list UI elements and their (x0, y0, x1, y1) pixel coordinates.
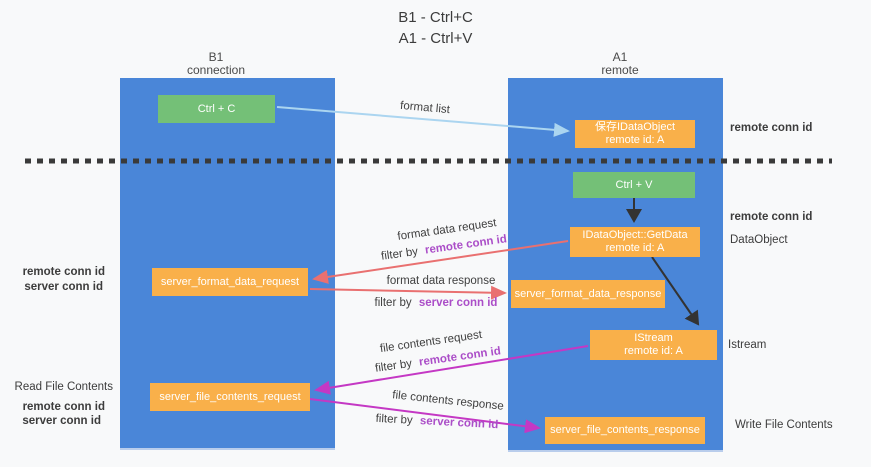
ctrl-v-label: Ctrl + V (615, 178, 653, 191)
istream-line1: IStream (634, 332, 673, 344)
label-text: server conn id (22, 415, 101, 427)
left-label-read-file-contents: Read File Contents (0, 381, 113, 393)
right-column-name: A1 (612, 50, 628, 64)
left-column-header: B1 connection (126, 51, 306, 77)
filter-prefix: filter by (374, 297, 412, 309)
ctrl-c-label: Ctrl + C (197, 102, 236, 115)
node-istream: IStream remote id: A (590, 330, 717, 360)
right-column-role: remote (601, 63, 639, 77)
file-contents-response-text: file contents response (391, 389, 505, 413)
istream-remote-id: remote id: A (624, 345, 683, 357)
edge-label-file-contents-response: file contents response (392, 389, 505, 413)
format-data-response-text: format data response (386, 275, 496, 287)
format-list-text: format list (399, 99, 451, 117)
label-text: Istream (728, 339, 767, 351)
left-label-remote-conn-id: remote conn id (0, 266, 105, 278)
left-column-name: B1 (208, 50, 224, 64)
right-label-write-file-contents: Write File Contents (735, 419, 833, 431)
node-idataobject-getdata: IDataObject::GetData remote id: A (570, 227, 700, 257)
left-label-server-conn-id-2: server conn id (0, 415, 101, 427)
label-text: remote conn id (730, 122, 813, 134)
diagram-title: B1 - Ctrl+C A1 - Ctrl+V (0, 7, 871, 49)
node-save-dataobject: 保存IDataObject remote id: A (575, 120, 695, 148)
file-request-label: server_file_contents_request (159, 390, 301, 403)
title-line-1: B1 - Ctrl+C (398, 9, 473, 26)
node-ctrl-v: Ctrl + V (573, 172, 695, 198)
filter-prefix: filter by (375, 412, 413, 427)
filter-key-server: server conn id (418, 297, 498, 309)
edge-label-filter-file-response: filter by server conn id (375, 413, 498, 431)
left-label-server-conn-id: server conn id (0, 281, 103, 293)
label-text: Write File Contents (735, 419, 833, 431)
right-label-dataobject: DataObject (730, 234, 788, 246)
left-label-remote-conn-id-2: remote conn id (0, 401, 105, 413)
filter-prefix: filter by (374, 357, 413, 375)
save-dataobject-remote-id: remote id: A (605, 134, 665, 146)
getdata-remote-id: remote id: A (605, 242, 665, 254)
label-text: server conn id (24, 281, 103, 293)
title-line-2: A1 - Ctrl+V (398, 30, 473, 47)
left-column-role: connection (186, 63, 246, 77)
arrow-format-data-response (309, 285, 507, 300)
filter-prefix: filter by (380, 245, 419, 263)
label-text: remote conn id (22, 266, 105, 278)
label-text: remote conn id (730, 211, 813, 223)
label-text: DataObject (730, 234, 788, 246)
format-request-label: server_format_data_request (160, 275, 300, 288)
label-text: remote conn id (22, 401, 105, 413)
right-label-remote-conn-id: remote conn id (730, 122, 812, 134)
filter-key-server: server conn id (419, 415, 499, 432)
right-column-header: A1 remote (530, 51, 710, 77)
right-label-istream: Istream (728, 339, 766, 351)
node-server-file-contents-request: server_file_contents_request (150, 383, 310, 411)
edge-label-format-data-response: format data response (387, 275, 496, 287)
format-response-label: server_format_data_response (514, 287, 662, 300)
save-dataobject-line1: 保存IDataObject (594, 121, 676, 133)
node-server-format-data-request: server_format_data_request (152, 268, 308, 296)
edge-label-format-list: format list (400, 100, 451, 116)
node-server-format-data-response: server_format_data_response (511, 280, 665, 308)
edge-label-filter-format-response: filter by server conn id (375, 297, 498, 309)
filter-key-remote: remote conn id (418, 345, 502, 369)
node-ctrl-c: Ctrl + C (158, 95, 275, 123)
file-response-label: server_file_contents_response (550, 424, 700, 436)
getdata-line1: IDataObject::GetData (582, 229, 688, 241)
right-label-remote-conn-id-2: remote conn id (730, 211, 812, 223)
node-server-file-contents-response: server_file_contents_response (545, 417, 705, 444)
label-text: Read File Contents (14, 381, 113, 393)
